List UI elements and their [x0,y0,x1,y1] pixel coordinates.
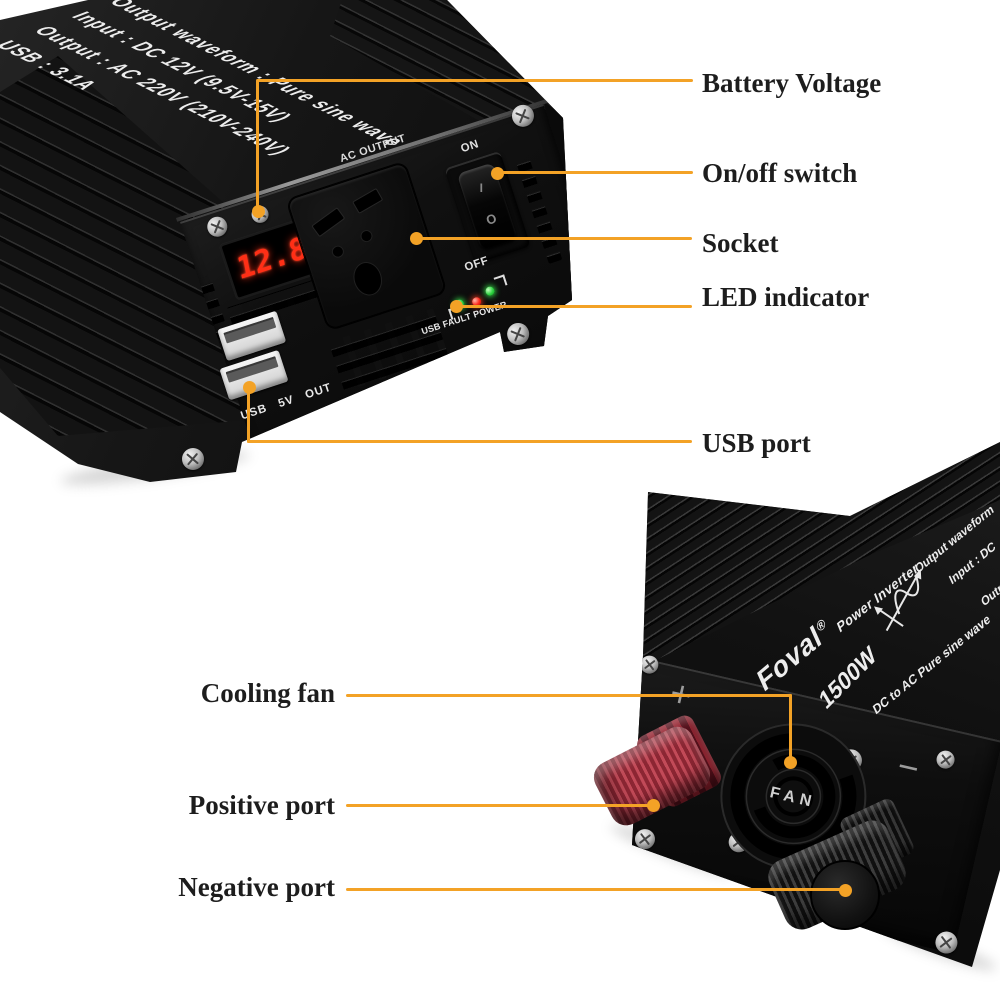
callout-positive-port: Positive port [188,790,335,820]
leader-usb-port [247,387,250,443]
switch-on-caption: ON [459,138,481,156]
callout-cooling-fan: Cooling fan [200,678,335,708]
screw-icon [632,827,657,852]
leader-usb-port [247,440,692,443]
rocker-on-mark: I [479,181,483,196]
power-led-icon [484,285,496,297]
callout-on-off-switch: On/off switch [702,158,858,188]
callout-usb-port: USB port [702,428,811,458]
leader-dot-negative-port [839,884,852,897]
leader-cooling-fan [346,694,792,697]
screw-icon [204,214,230,240]
leader-dot-positive-port [647,799,660,812]
socket-slot [311,207,346,238]
screw-icon [504,320,533,348]
leader-dot-battery-voltage [252,205,265,218]
terminal-panel: + − FAN [632,653,1000,956]
callout-led-indicator: LED indicator [702,282,870,312]
socket-hole [358,228,375,244]
socket-hole [349,258,387,300]
leader-dot-cooling-fan [784,756,797,769]
sine-wave-icon [874,568,922,632]
socket-hole [330,244,346,260]
negative-mark: − [893,744,924,790]
leader-dot-socket [410,232,423,245]
leader-negative-port [346,888,846,891]
inverter-front-view: Output waveform : Pure sine wave Input :… [0,0,572,482]
socket-slot [352,187,384,215]
callout-battery-voltage: Battery Voltage [702,68,882,98]
leader-dot-on-off-switch [491,167,504,180]
ac-universal-socket [286,161,447,331]
leader-positive-port [346,804,654,807]
screw-icon [182,448,204,470]
bracket-mark-icon [493,274,508,289]
leader-cooling-fan [789,694,792,762]
rocker-off-mark: O [484,210,499,228]
leader-dot-led-indicator [450,300,463,313]
leader-socket [416,237,692,240]
leader-on-off-switch [497,171,693,174]
screw-icon [933,929,960,956]
leader-battery-voltage [256,80,259,213]
fan-grille-icon [720,723,867,870]
screw-icon [934,748,957,771]
callout-negative-port: Negative port [178,872,335,902]
leader-battery-voltage [256,79,693,82]
leader-led-indicator [456,305,692,308]
leader-dot-usb-port [243,381,256,394]
callout-socket: Socket [702,228,779,258]
